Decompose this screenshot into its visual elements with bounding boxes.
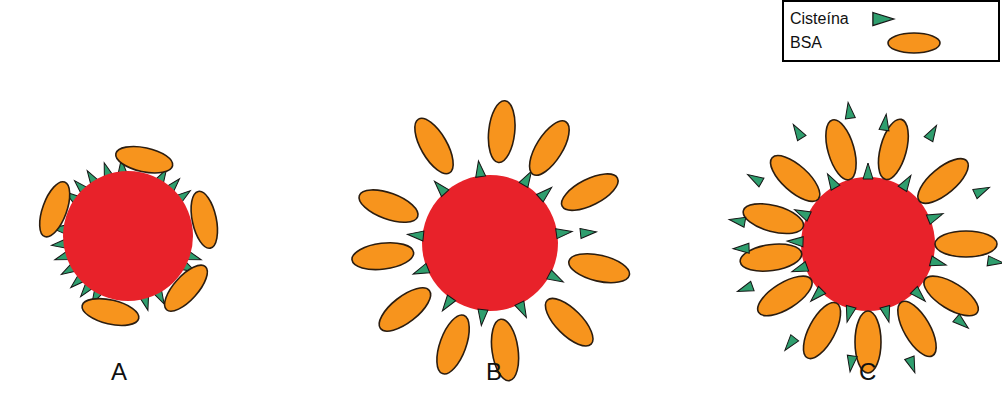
legend-label: BSA xyxy=(790,35,822,51)
panel-letter: B xyxy=(486,360,502,384)
panel-letter: A xyxy=(111,360,127,384)
particle-b xyxy=(350,99,632,382)
particle-a xyxy=(34,142,223,330)
legend-box xyxy=(783,1,999,61)
legend-label: Cisteína xyxy=(790,11,849,27)
panel-letter: C xyxy=(859,360,876,384)
particle-c xyxy=(728,102,1002,375)
